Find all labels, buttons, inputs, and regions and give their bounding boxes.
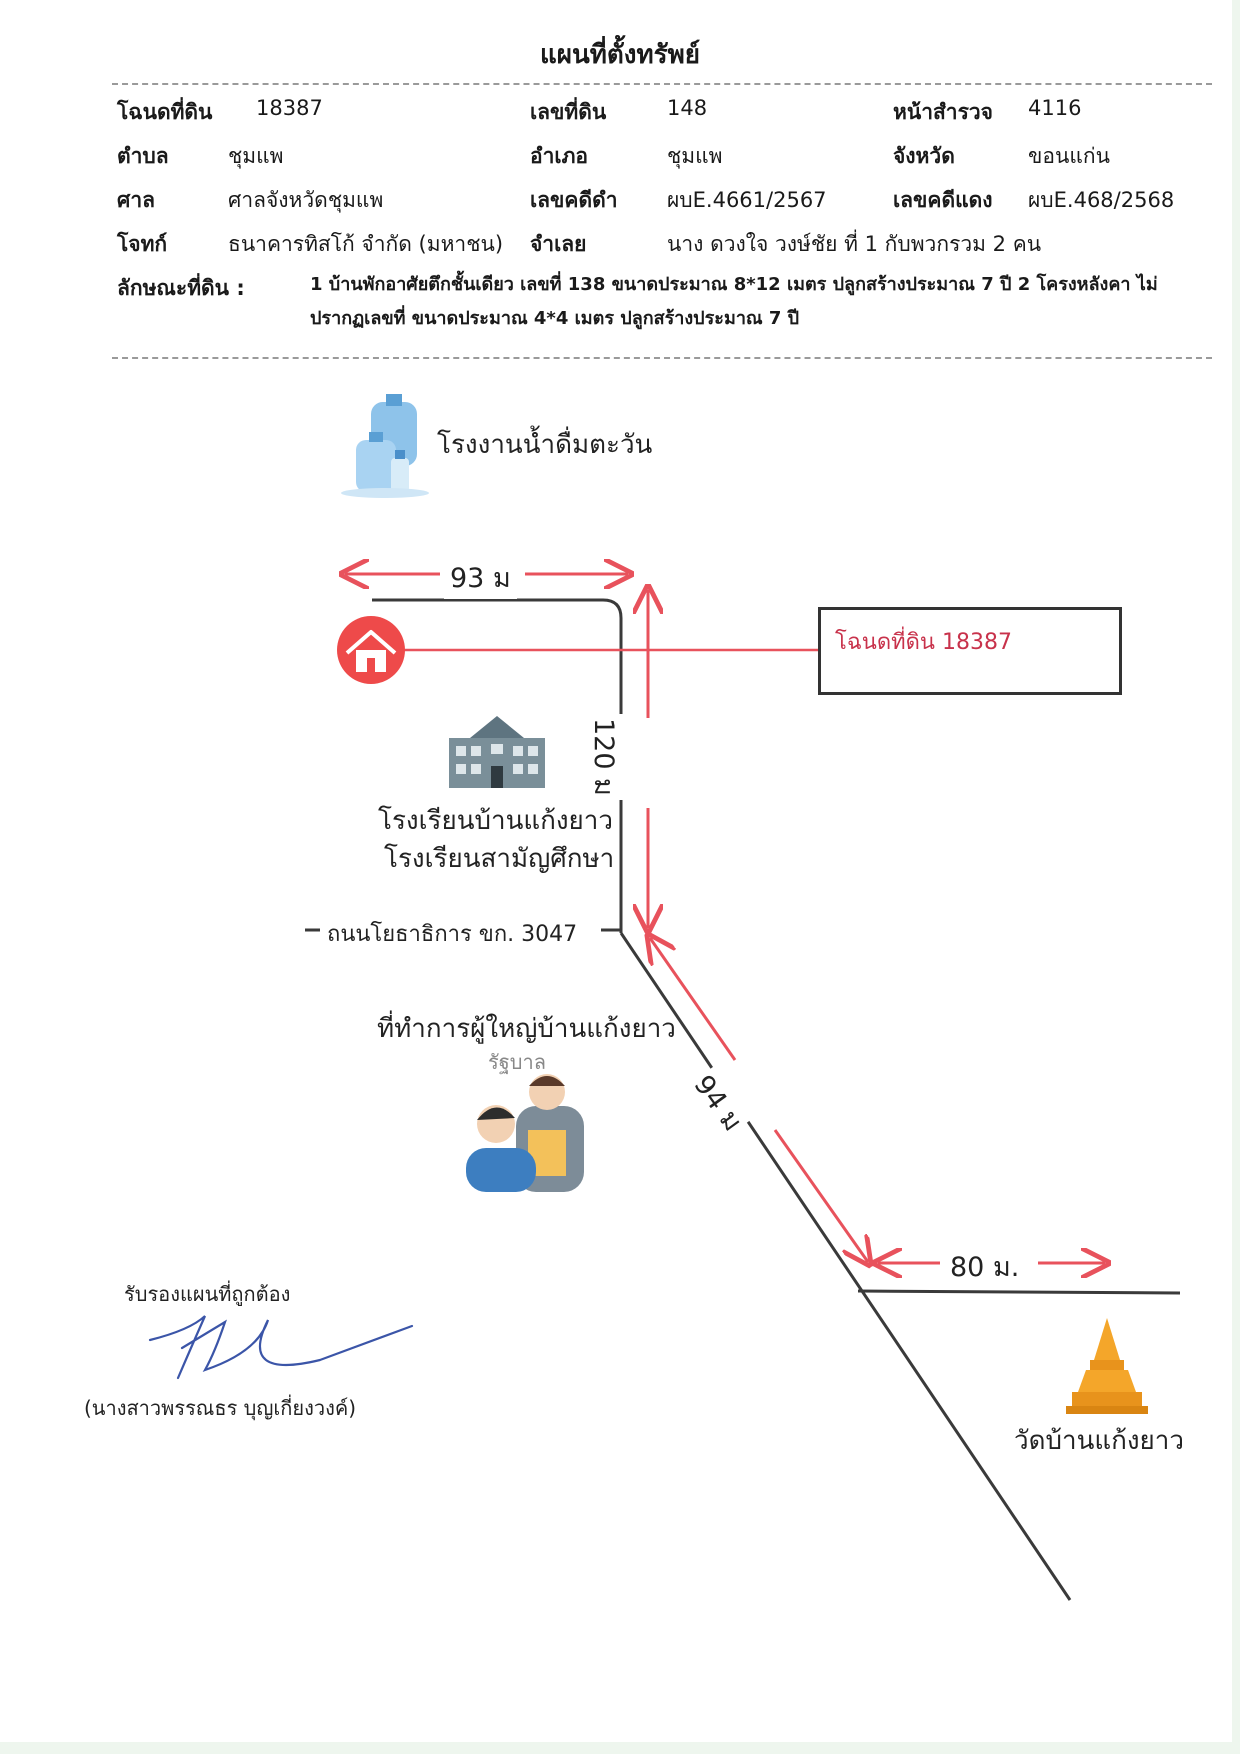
tambon-value: ชุมแพ — [228, 144, 284, 168]
temple-pagoda-icon — [1066, 1318, 1148, 1414]
page-title: แผนที่ตั้งทรัพย์ — [540, 40, 700, 70]
arrow-94-down — [773, 1129, 868, 1262]
village-head-people-icon — [466, 1074, 584, 1192]
deed-value: 18387 — [256, 96, 323, 120]
water-factory-label: โรงงานน้ำดื่มตะวัน — [437, 430, 653, 460]
land-description: 1 บ้านพักอาศัยตึกชั้นเดียว เลขที่ 138 ขน… — [310, 268, 1190, 336]
road-top-curve — [372, 598, 623, 933]
arrow-94-up — [650, 938, 737, 1061]
house-marker-icon — [337, 616, 405, 684]
plaintiff-value: ธนาคารทิสโก้ จำกัด (มหาชน) — [228, 232, 504, 256]
distance-80-label: 80 ม. — [944, 1245, 1026, 1288]
gov-caption: รัฐบาล — [488, 1050, 546, 1074]
survey-label: หน้าสำรวจ — [893, 100, 993, 124]
page-edge-strip — [1232, 0, 1240, 1754]
province-label: จังหวัด — [893, 144, 955, 168]
land-desc-line2: ปรากฏเลขที่ ขนาดประมาณ 4*4 เมตร ปลูกสร้า… — [310, 308, 800, 329]
plaintiff-label: โจทก์ — [117, 232, 168, 256]
black-case-value: ผบE.4661/2567 — [667, 188, 827, 212]
deed-label: โฉนดที่ดิน — [117, 100, 213, 124]
temple-label: วัดบ้านแก้งยาว — [1014, 1426, 1184, 1456]
school-name-2: โรงเรียนสามัญศึกษา — [384, 844, 615, 874]
signature-mark — [148, 1315, 414, 1380]
school-building-icon — [449, 716, 545, 788]
red-case-label: เลขคดีแดง — [893, 188, 993, 212]
page-bottom-strip — [0, 1742, 1240, 1754]
province-value: ขอนแก่น — [1028, 144, 1110, 168]
court-value: ศาลจังหวัดชุมแพ — [228, 188, 384, 212]
school-name-1: โรงเรียนบ้านแก้งยาว — [378, 806, 613, 836]
header-divider-bottom — [112, 357, 1212, 359]
road-name-label: ถนนโยธาธิการ ขก. 3047 — [327, 922, 578, 947]
signer-name: (นางสาวพรรณธร บุญเกี่ยงวงค์) — [84, 1396, 357, 1420]
side-road-east — [857, 1289, 1181, 1295]
defendant-label: จำเลย — [530, 232, 587, 256]
deed-plot-box: โฉนดที่ดิน 18387 — [818, 607, 1122, 695]
court-label: ศาล — [117, 188, 155, 212]
defendant-value: นาง ดวงใจ วงษ์ชัย ที่ 1 กับพวกรวม 2 คน — [667, 232, 1042, 256]
land-no-value: 148 — [667, 96, 708, 120]
village-office-label: ที่ทำการผู้ใหญ่บ้านแก้งยาว — [377, 1014, 676, 1044]
tambon-label: ตำบล — [117, 144, 169, 168]
distance-93-label: 93 ม — [444, 556, 517, 599]
land-no-label: เลขที่ดิน — [530, 100, 607, 124]
land-desc-line1: 1 บ้านพักอาศัยตึกชั้นเดียว เลขที่ 138 ขน… — [310, 274, 1158, 295]
header-divider-top — [112, 83, 1212, 85]
land-desc-label: ลักษณะที่ดิน : — [117, 276, 245, 300]
amphoe-value: ชุมแพ — [667, 144, 723, 168]
red-case-value: ผบE.468/2568 — [1028, 188, 1175, 212]
certify-text: รับรองแผนที่ถูกต้อง — [124, 1282, 291, 1306]
black-case-label: เลขคดีดำ — [530, 188, 618, 212]
amphoe-label: อำเภอ — [530, 144, 589, 168]
water-bottle-icon — [341, 394, 429, 498]
survey-value: 4116 — [1028, 96, 1082, 120]
distance-120-label: 120 ม — [583, 714, 626, 800]
deed-plot-label: โฉนดที่ดิน 18387 — [835, 630, 1012, 655]
